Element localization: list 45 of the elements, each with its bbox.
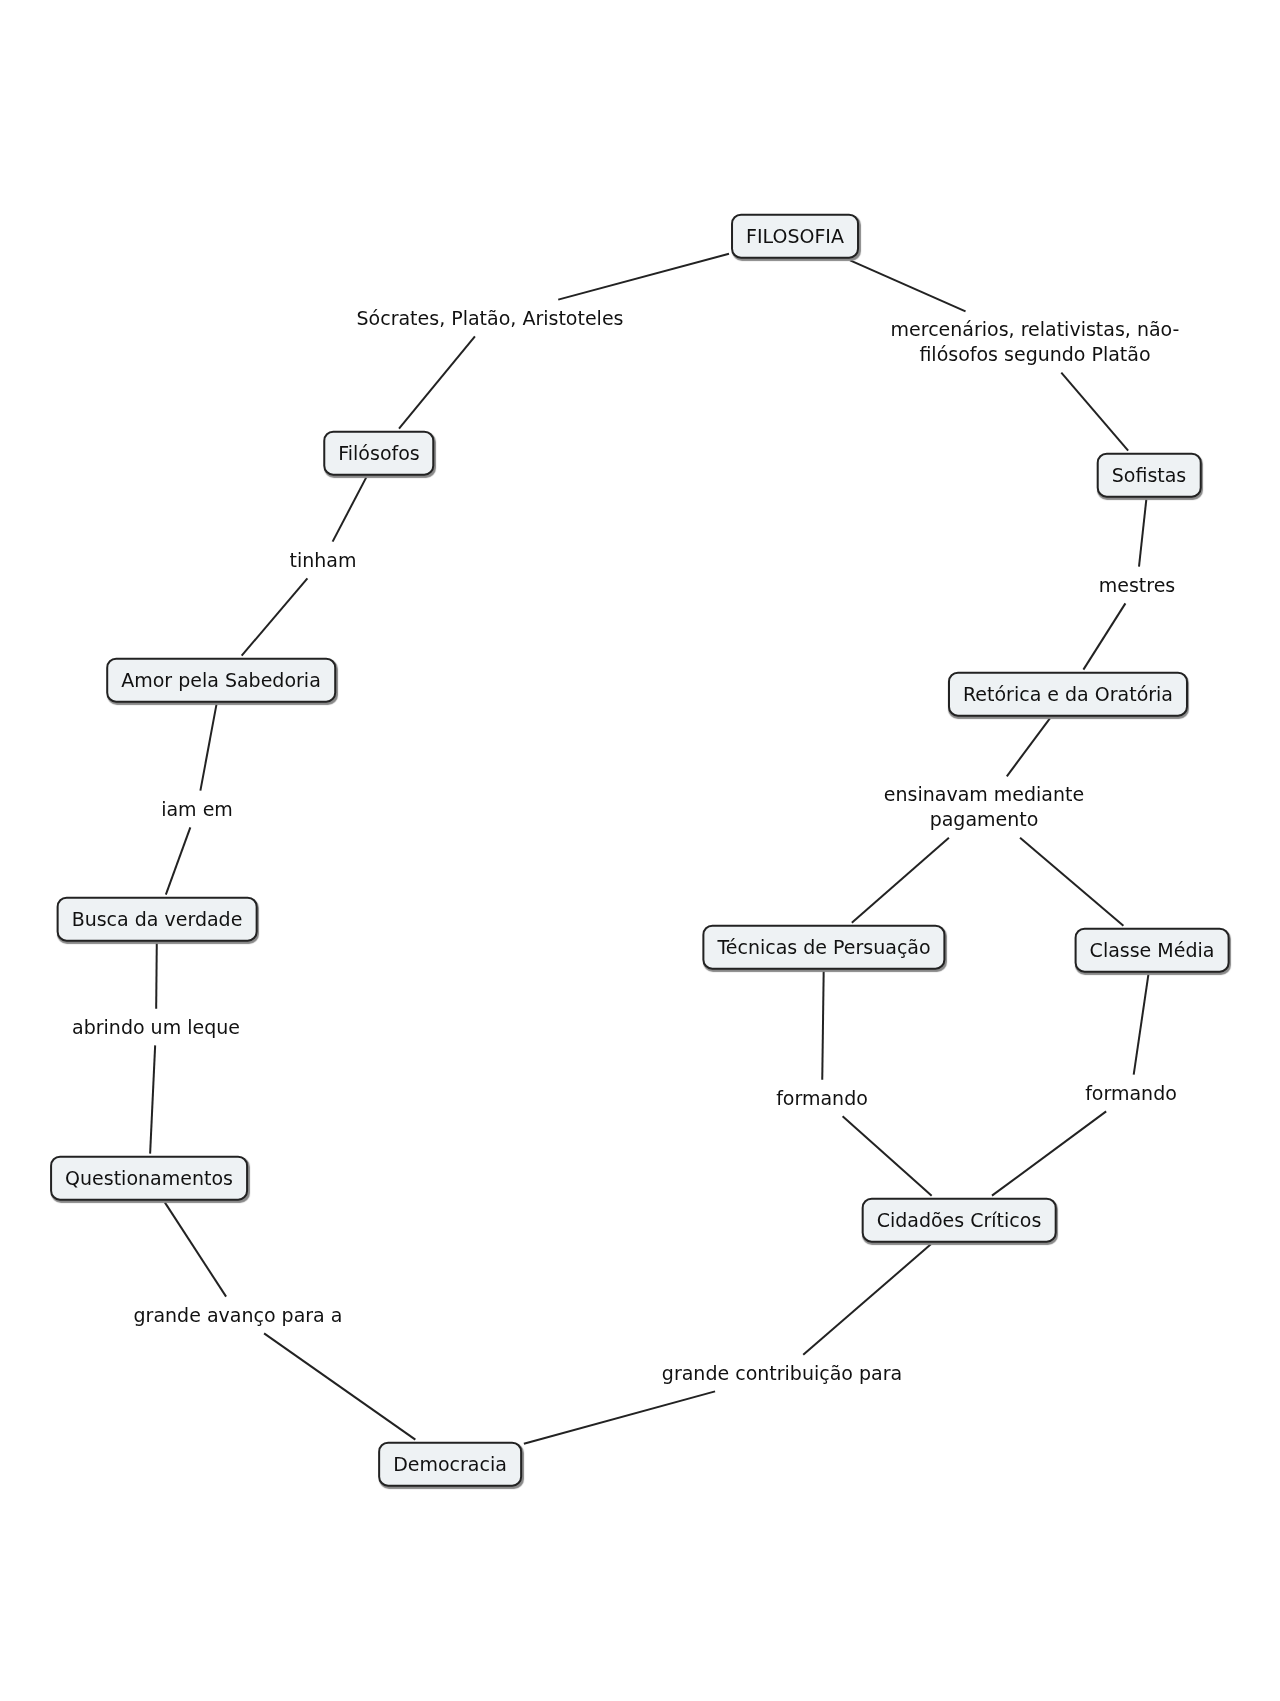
connector-line [557,252,730,301]
concept-box: Amor pela Sabedoria [106,657,336,703]
connector-line [164,826,192,896]
linking-phrase: iam em [159,796,235,822]
connector-line [1138,498,1148,568]
connector-line [821,970,825,1081]
connector-line [850,836,950,924]
concept-box: Cidadões Críticos [861,1197,1057,1243]
concept-box: Sofistas [1096,452,1202,498]
connector-line [331,476,368,543]
connector-line [841,1115,933,1197]
concept-box: FILOSOFIA [731,213,859,259]
linking-phrase: ensinavam mediante pagamento [869,782,1099,832]
concept-box: Busca da verdade [56,896,258,942]
linking-phrase: formando [1083,1080,1179,1106]
connector-line [1005,717,1051,778]
connector-line [163,1201,228,1298]
linking-phrase: mercenários, relativistas, não-filósofos segundo Platão [885,317,1185,367]
concept-box: Democracia [378,1441,522,1487]
concept-box: Questionamentos [50,1155,248,1201]
connector-line [1082,602,1127,671]
linking-phrase: tinham [287,547,359,573]
connector-line [849,259,967,313]
concept-box: Classe Média [1074,927,1230,973]
connector-line [990,1110,1108,1197]
linking-phrase: grande contribuição para [659,1360,905,1386]
linking-phrase: abrindo um leque [70,1014,242,1040]
concept-box: Técnicas de Persuação [702,924,946,970]
connector-line [1019,836,1125,927]
connector-line [240,577,309,657]
linking-phrase: grande avanço para a [131,1302,345,1328]
concept-box: Filósofos [323,430,435,476]
connector-line [199,703,218,792]
connector-line [155,942,158,1010]
connector-line [263,1332,417,1441]
connector-line [1060,371,1130,452]
connector-line [398,335,476,430]
linking-phrase: formando [774,1085,870,1111]
connector-line [802,1243,932,1356]
connector-line [522,1390,717,1445]
linking-phrase: Sócrates, Platão, Aristoteles [354,305,626,331]
connector-line [149,1044,157,1155]
linking-phrase: mestres [1096,572,1178,598]
connector-line [1132,973,1150,1076]
concept-box: Retórica e da Oratória [948,671,1188,717]
